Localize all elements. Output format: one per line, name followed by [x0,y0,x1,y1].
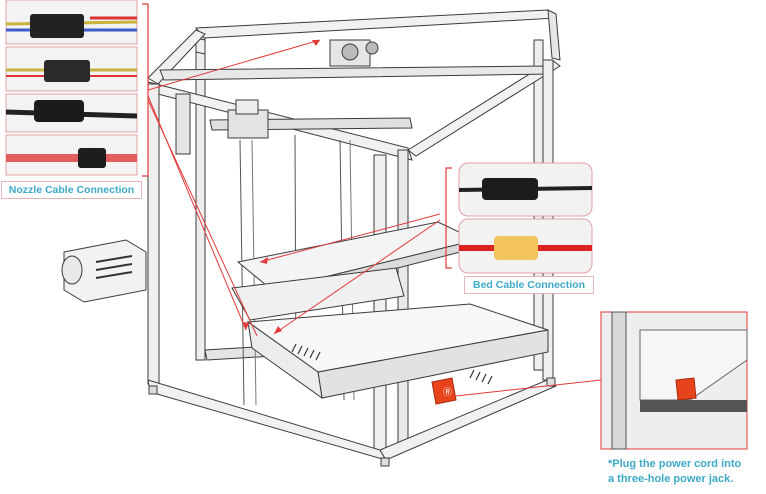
power-inset-photo [600,311,748,450]
bed-connector-panels [458,162,593,274]
nozzle-connector-panels [5,0,138,176]
printer-frame-illustration [61,9,561,467]
power-note-line1: *Plug the power cord into [608,458,742,470]
svg-text:Ⓡ: Ⓡ [443,387,452,398]
bed-bracket [445,167,452,269]
power-switch-icon: Ⓡ [431,377,457,405]
nozzle-bracket [142,3,149,177]
power-note: *Plug the power cord into a three-hole p… [608,457,766,487]
callout-lines [147,39,602,397]
bed-cable-label: Bed Cable Connection [464,276,594,294]
power-note-line2: a three-hole power jack. [608,473,734,485]
callout-arrowheads [243,40,320,334]
nozzle-cable-label: Nozzle Cable Connection [1,181,142,199]
